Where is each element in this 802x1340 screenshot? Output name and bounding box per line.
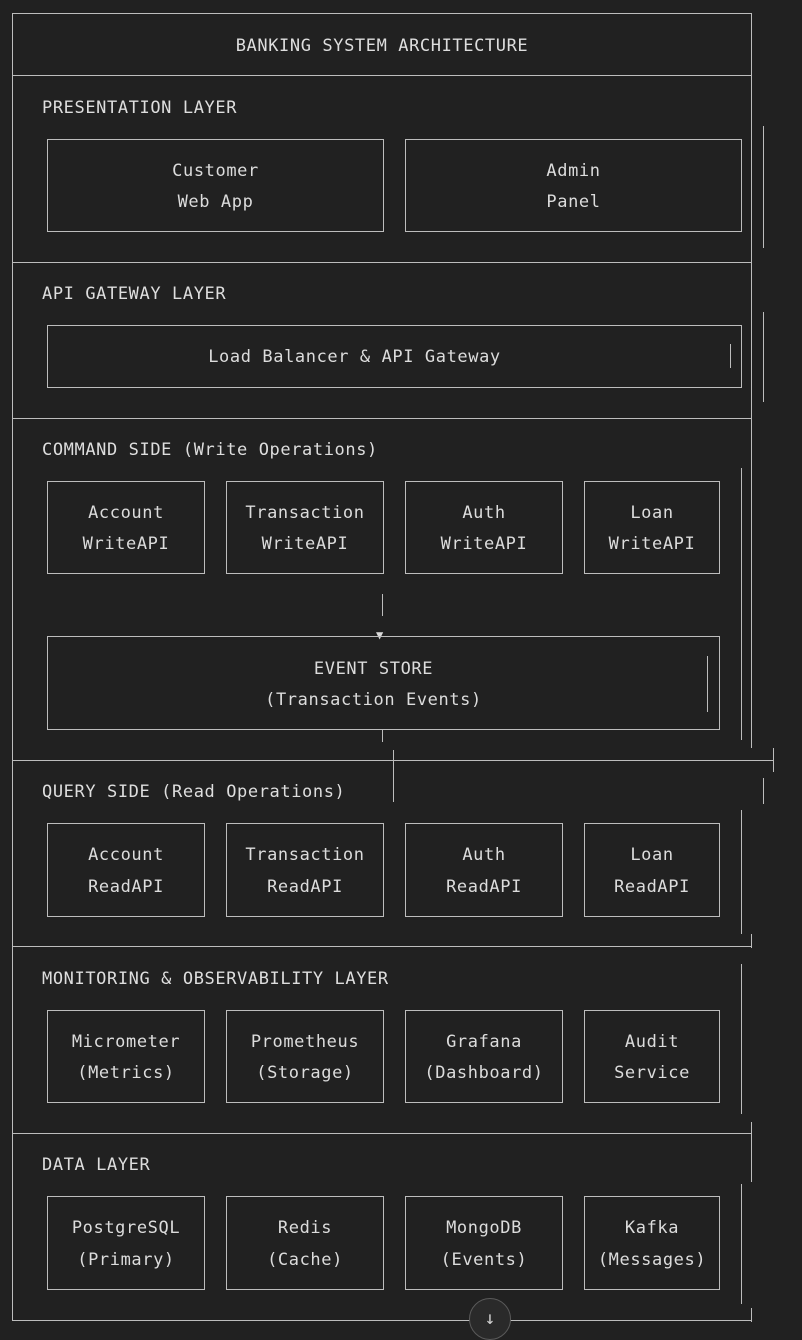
event-store-box: EVENT STORE (Transaction Events) xyxy=(47,636,720,730)
gateway-inner-edge xyxy=(730,344,731,368)
account-writeapi-box: Account WriteAPI xyxy=(47,481,205,574)
box-line-2: Panel xyxy=(546,192,601,212)
layer-label-data: DATA LAYER xyxy=(42,1155,151,1175)
connector-to-query xyxy=(393,750,394,802)
transaction-readapi-box: Transaction ReadAPI xyxy=(226,823,384,917)
box-line-1: Account xyxy=(88,503,164,523)
frame-right-seg xyxy=(751,418,752,748)
box-line-2: (Storage) xyxy=(256,1063,354,1083)
box-line-1: Loan xyxy=(630,503,674,523)
connector-to-event-store xyxy=(382,594,383,616)
layer-label-presentation: PRESENTATION LAYER xyxy=(42,98,238,118)
box-line-2: WriteAPI xyxy=(440,534,528,554)
frame-right-seg xyxy=(751,1122,752,1182)
frame-right-seg xyxy=(763,312,764,402)
prometheus-box: Prometheus (Storage) xyxy=(226,1010,384,1103)
account-readapi-box: Account ReadAPI xyxy=(47,823,205,917)
box-line-2: (Events) xyxy=(440,1250,528,1270)
kafka-box: Kafka (Messages) xyxy=(584,1196,720,1290)
divider-monitoring xyxy=(12,1133,752,1134)
box-line-1: Load Balancer & API Gateway xyxy=(208,347,501,367)
audit-service-box: Audit Service xyxy=(584,1010,720,1103)
frame-right-seg xyxy=(773,748,774,772)
divider-presentation xyxy=(12,262,752,263)
connector-from-event-store xyxy=(382,730,383,742)
diagram-title: BANKING SYSTEM ARCHITECTURE xyxy=(235,36,529,56)
divider-title xyxy=(12,75,752,76)
grafana-box: Grafana (Dashboard) xyxy=(405,1010,563,1103)
box-line-2: WriteAPI xyxy=(261,534,349,554)
frame-right-seg xyxy=(751,1308,752,1322)
box-line-2: ReadAPI xyxy=(446,877,522,897)
frame-right-seg xyxy=(741,964,742,1114)
box-line-2: (Metrics) xyxy=(77,1063,175,1083)
box-line-1: Redis xyxy=(277,1218,333,1238)
frame-left xyxy=(12,13,13,1321)
scroll-down-button[interactable]: ↓ xyxy=(469,1298,511,1340)
micrometer-box: Micrometer (Metrics) xyxy=(47,1010,205,1103)
frame-right-seg xyxy=(763,126,764,248)
loan-readapi-box: Loan ReadAPI xyxy=(584,823,720,917)
auth-readapi-box: Auth ReadAPI xyxy=(405,823,563,917)
box-line-2: (Dashboard) xyxy=(424,1063,544,1083)
box-line-2: (Transaction Events) xyxy=(265,690,482,710)
box-line-2: ReadAPI xyxy=(88,877,164,897)
frame-top xyxy=(12,13,752,14)
box-line-1: Audit xyxy=(624,1032,680,1052)
event-store-inner-edge xyxy=(707,656,708,712)
box-line-2: (Messages) xyxy=(597,1250,707,1270)
postgresql-box: PostgreSQL (Primary) xyxy=(47,1196,205,1290)
box-line-2: WriteAPI xyxy=(608,534,696,554)
box-line-2: Service xyxy=(614,1063,690,1083)
frame-right-seg xyxy=(763,778,764,804)
box-line-2: (Primary) xyxy=(77,1250,175,1270)
redis-box: Redis (Cache) xyxy=(226,1196,384,1290)
box-line-2: Web App xyxy=(177,192,254,212)
box-line-1: Micrometer xyxy=(71,1032,181,1052)
frame-right-seg xyxy=(741,810,742,934)
box-line-1: Customer xyxy=(172,161,259,181)
frame-bottom xyxy=(12,1320,752,1321)
box-line-1: Auth xyxy=(462,845,506,865)
loan-writeapi-box: Loan WriteAPI xyxy=(584,481,720,574)
box-line-1: MongoDB xyxy=(446,1218,522,1238)
divider-gateway xyxy=(12,418,752,419)
frame-right-seg xyxy=(741,1184,742,1304)
mongodb-box: MongoDB (Events) xyxy=(405,1196,563,1290)
frame-right xyxy=(751,13,752,75)
frame-right-seg xyxy=(741,468,742,740)
box-line-1: Admin xyxy=(546,161,601,181)
arrow-down-icon: ↓ xyxy=(484,1308,496,1329)
box-line-2: (Cache) xyxy=(267,1250,343,1270)
box-line-1: Transaction xyxy=(245,503,365,523)
frame-right-seg xyxy=(751,262,752,418)
admin-panel-box: Admin Panel xyxy=(405,139,742,232)
box-line-1: Loan xyxy=(630,845,674,865)
divider-query xyxy=(12,946,752,947)
load-balancer-gateway-box: Load Balancer & API Gateway xyxy=(47,325,742,388)
auth-writeapi-box: Auth WriteAPI xyxy=(405,481,563,574)
box-line-2: ReadAPI xyxy=(267,877,343,897)
arrow-down-icon: ▼ xyxy=(376,628,384,642)
frame-right-seg xyxy=(751,75,752,262)
box-line-1: Prometheus xyxy=(250,1032,360,1052)
box-line-1: EVENT STORE xyxy=(313,659,434,679)
layer-label-gateway: API GATEWAY LAYER xyxy=(42,284,227,304)
box-line-1: Account xyxy=(88,845,164,865)
layer-label-monitoring: MONITORING & OBSERVABILITY LAYER xyxy=(42,969,389,989)
box-line-2: ReadAPI xyxy=(614,877,690,897)
box-line-1: Auth xyxy=(462,503,506,523)
box-line-1: Grafana xyxy=(446,1032,522,1052)
layer-label-command: COMMAND SIDE (Write Operations) xyxy=(42,440,378,460)
layer-label-query: QUERY SIDE (Read Operations) xyxy=(42,782,346,802)
box-line-1: Kafka xyxy=(624,1218,680,1238)
box-line-1: PostgreSQL xyxy=(71,1218,181,1238)
box-line-1: Transaction xyxy=(245,845,365,865)
frame-right-seg xyxy=(751,934,752,948)
transaction-writeapi-box: Transaction WriteAPI xyxy=(226,481,384,574)
customer-web-app-box: Customer Web App xyxy=(47,139,384,232)
box-line-2: WriteAPI xyxy=(82,534,170,554)
